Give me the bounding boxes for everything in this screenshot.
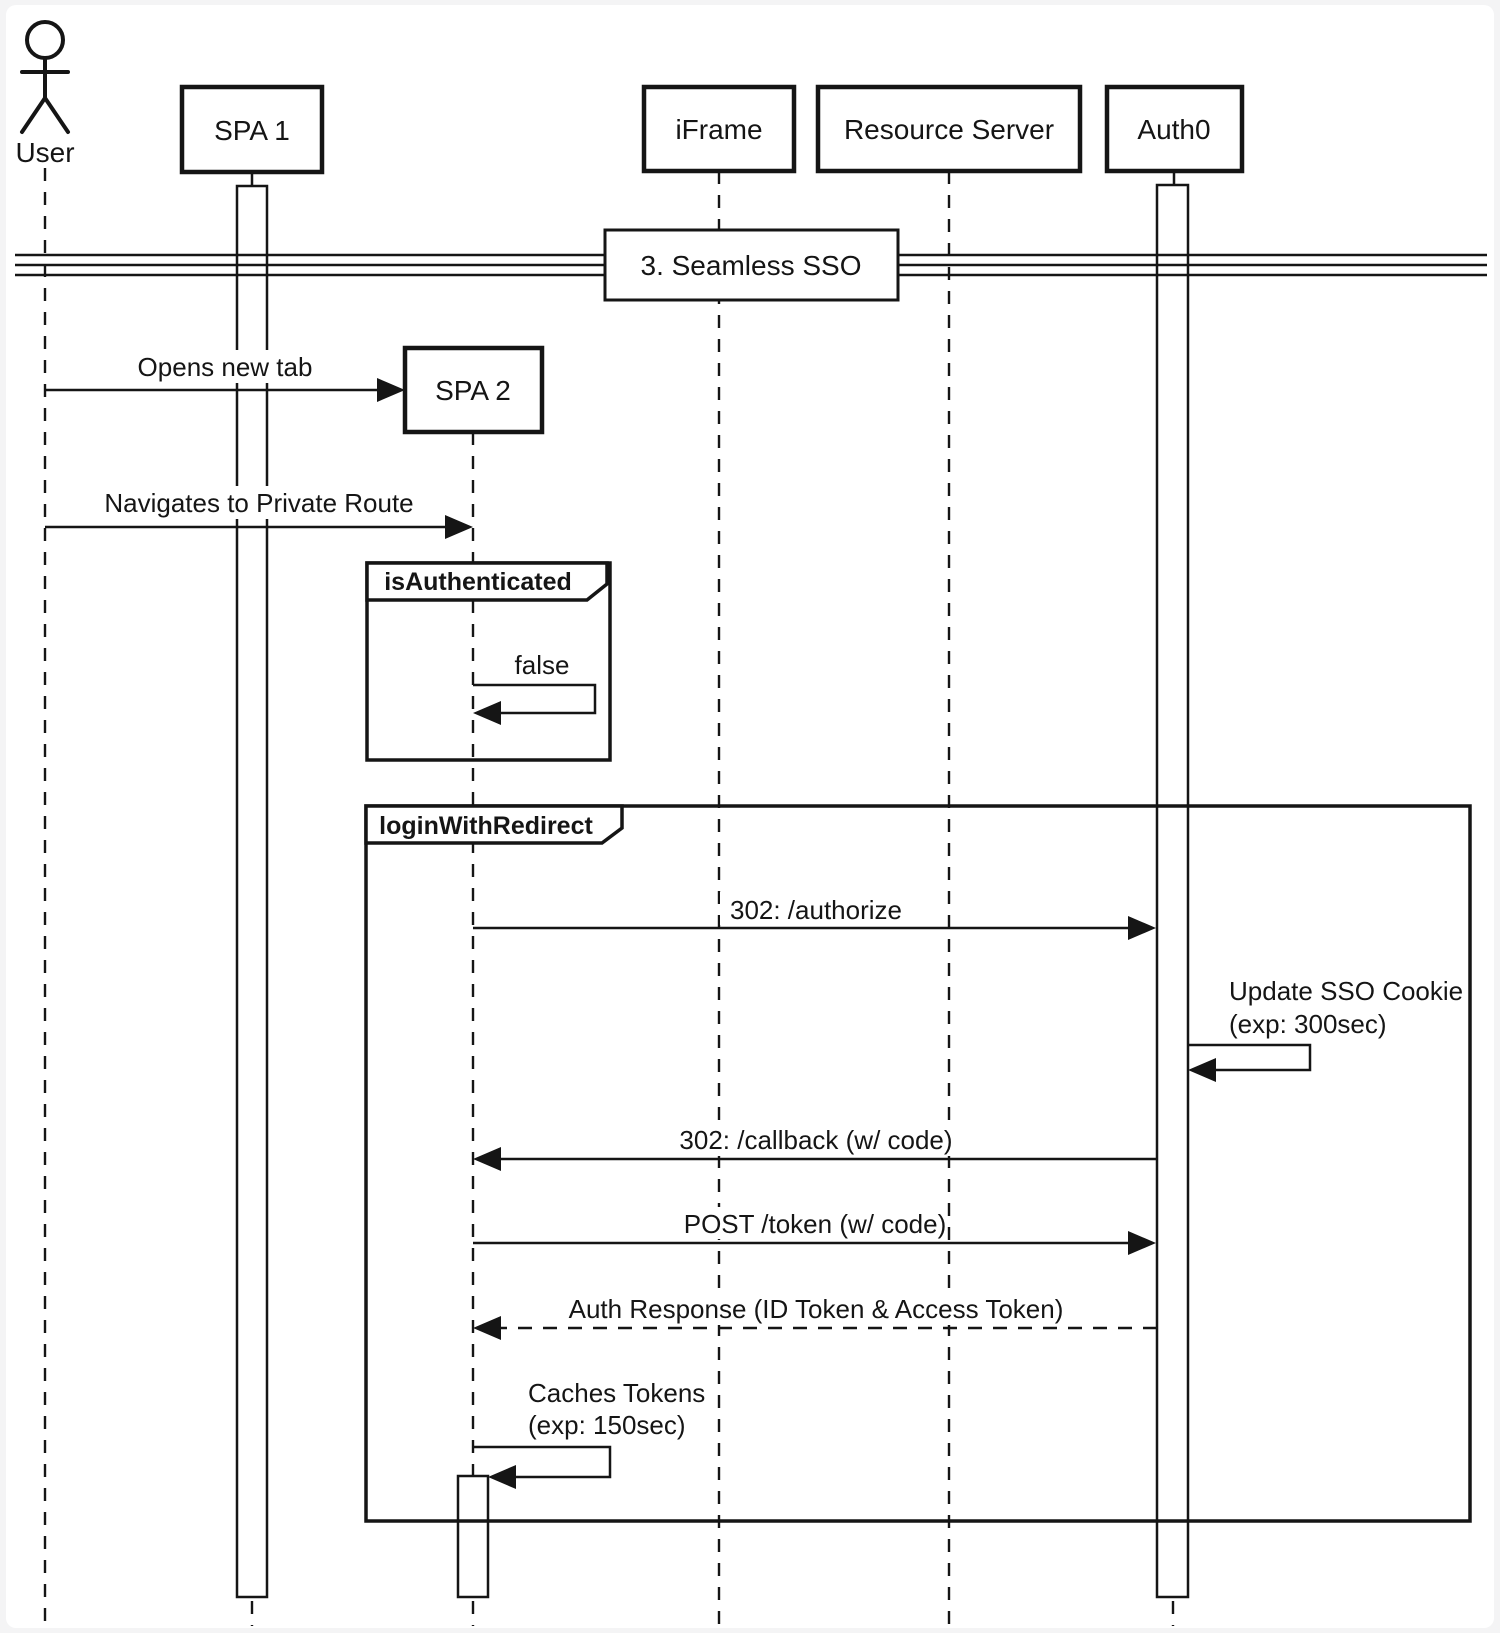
label-bg — [611, 1292, 1021, 1325]
arrow-head — [1188, 1058, 1216, 1082]
message-label: Auth Response (ID Token & Access Token) — [569, 1294, 1064, 1324]
label-bg — [686, 1207, 944, 1239]
arrow-head — [473, 1316, 501, 1340]
participant-resource-server: Resource Server — [815, 84, 1083, 174]
participant-label-spa1: SPA 1 — [214, 115, 290, 146]
activations — [235, 183, 1190, 1599]
message-caches-tokens-self: Caches Tokens (exp: 150sec) — [473, 1374, 710, 1489]
section-divider: 3. Seamless SSO — [15, 228, 1487, 302]
message-label-line1: Caches Tokens — [528, 1378, 705, 1408]
fragment-label-tab — [364, 804, 624, 845]
fragment-frame — [364, 804, 1472, 1523]
label-bg — [1222, 972, 1464, 1040]
label-bg — [133, 350, 317, 383]
arrow-line — [1188, 1043, 1312, 1072]
message-label: 302: /authorize — [730, 895, 902, 925]
label-bg — [720, 892, 912, 925]
arrow-head — [1128, 916, 1156, 940]
actor-leg-right — [43, 96, 70, 134]
message-label: Opens new tab — [138, 352, 313, 382]
lifelines — [43, 168, 1176, 1626]
message-authorize: 302: /authorize — [473, 892, 1156, 940]
message-label-line2: (exp: 300sec) — [1229, 1009, 1387, 1039]
message-callback: 302: /callback (w/ code) — [473, 1123, 1157, 1171]
label-bg — [678, 1123, 954, 1156]
participant-box-spa1 — [179, 84, 325, 175]
message-auth-response: Auth Response (ID Token & Access Token) — [473, 1292, 1157, 1340]
divider-title: 3. Seamless SSO — [641, 250, 862, 281]
activation-auth0 — [1155, 183, 1190, 1599]
fragment-label-tab — [365, 561, 609, 602]
arrow-head — [1128, 1231, 1156, 1255]
arrow-head — [473, 1147, 501, 1171]
user-actor-icon — [20, 20, 70, 134]
message-opens-new-tab: Opens new tab — [45, 350, 405, 402]
participant-user: User — [15, 20, 75, 168]
message-navigates-private-route: Navigates to Private Route — [45, 486, 473, 539]
participants: SPA 1 iFrame Resource Server Auth0 SPA 2 — [15, 20, 1245, 435]
message-label: 302: /callback (w/ code) — [679, 1125, 952, 1155]
arrow-head — [377, 378, 405, 402]
messages: Opens new tab Navigates to Private Route… — [45, 350, 1464, 1489]
message-label-line1: Update SSO Cookie — [1229, 976, 1463, 1006]
participant-iframe: iFrame — [641, 84, 797, 174]
participant-box-auth0 — [1104, 84, 1245, 174]
message-label-line2: (exp: 150sec) — [528, 1410, 686, 1440]
label-bg — [522, 1374, 710, 1440]
activation-spa2 — [456, 1474, 490, 1599]
participant-spa2: SPA 2 — [402, 345, 545, 435]
participant-box-iframe — [641, 84, 797, 174]
message-post-token: POST /token (w/ code) — [473, 1207, 1156, 1255]
message-label: POST /token (w/ code) — [684, 1209, 947, 1239]
label-bg — [508, 648, 576, 680]
arrow-head — [488, 1465, 516, 1489]
participant-auth0: Auth0 — [1104, 84, 1245, 174]
participant-box-spa2 — [402, 345, 545, 435]
participant-label-user: User — [15, 137, 74, 168]
label-bg — [102, 486, 416, 519]
fragments: isAuthenticated loginWithRedirect — [364, 561, 1472, 1523]
message-false-self: false — [473, 648, 597, 725]
message-label: Navigates to Private Route — [104, 488, 413, 518]
fragment-label: isAuthenticated — [384, 568, 572, 596]
participant-label-iframe: iFrame — [675, 114, 762, 145]
participant-spa1: SPA 1 — [179, 84, 325, 175]
fragment-label: loginWithRedirect — [379, 812, 593, 840]
fragment-login-with-redirect: loginWithRedirect — [364, 804, 1472, 1523]
participant-label-auth0: Auth0 — [1137, 114, 1210, 145]
arrow-head — [473, 701, 501, 725]
fragment-is-authenticated: isAuthenticated — [365, 561, 612, 762]
arrow-line — [473, 1445, 612, 1479]
participant-box-resource-server — [815, 84, 1083, 174]
arrow-line — [473, 683, 597, 715]
message-label: false — [515, 650, 570, 680]
participant-label-spa2: SPA 2 — [435, 375, 511, 406]
arrow-head — [445, 515, 473, 539]
activation-spa1 — [235, 184, 269, 1599]
diagram-canvas — [6, 5, 1494, 1628]
actor-leg-left — [20, 96, 47, 134]
participant-label-resource-server: Resource Server — [844, 114, 1054, 145]
divider-title-box — [603, 228, 900, 302]
message-update-sso-cookie-self: Update SSO Cookie (exp: 300sec) — [1188, 972, 1464, 1082]
